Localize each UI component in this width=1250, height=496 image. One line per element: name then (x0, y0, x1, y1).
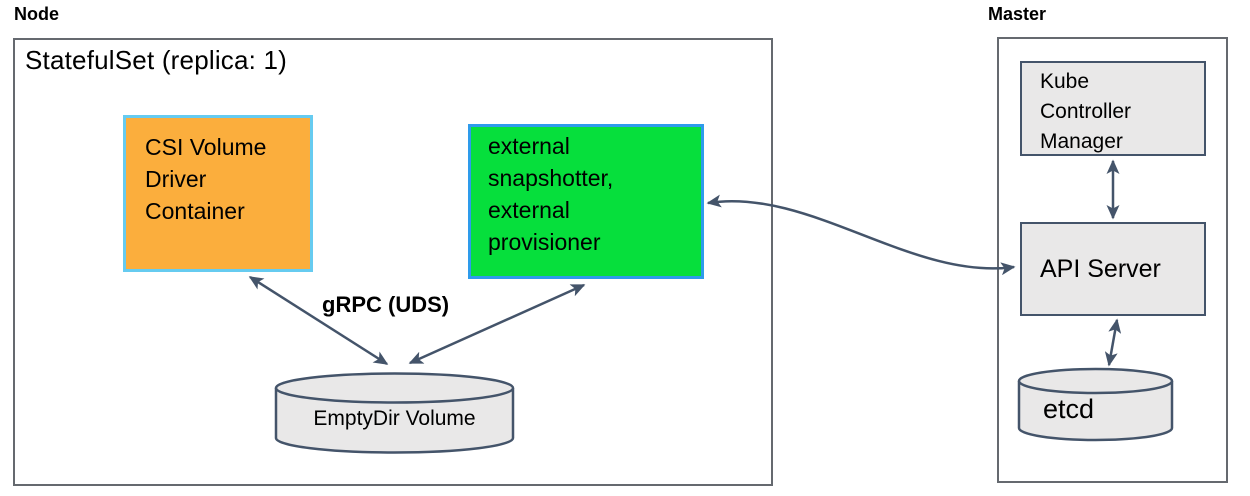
etcd-label: etcd (1043, 394, 1095, 424)
kcm-label-line-1: Kube (1040, 70, 1090, 93)
external-sidecars-label: external snapshotter, external provision… (488, 130, 613, 258)
csi-volume-driver-label: CSI Volume Driver Container (145, 131, 266, 227)
grpc-uds-label: gRPC (UDS) (322, 292, 450, 317)
api-server-box (1020, 222, 1206, 316)
external-sidecars-box (468, 124, 704, 279)
node-label: Node (14, 4, 59, 24)
kcm-label-line-3: Manager (1040, 130, 1123, 153)
sidecar-label-line-3: external (488, 197, 570, 223)
kcm-label-line-2: Controller (1040, 100, 1132, 123)
api-server-label: API Server (1040, 255, 1161, 283)
kube-controller-manager-label: Kube Controller Manager (1040, 67, 1131, 157)
emptydir-label: EmptyDir Volume (313, 407, 476, 430)
sidecar-label-line-1: external (488, 133, 570, 159)
statefulset-title: StatefulSet (replica: 1) (25, 45, 288, 75)
csi-label-line-3: Container (145, 198, 245, 224)
master-label: Master (988, 4, 1047, 24)
sidecar-label-line-4: provisioner (488, 229, 601, 255)
kube-controller-manager-box (1020, 61, 1206, 156)
csi-label-line-1: CSI Volume (145, 134, 267, 160)
csi-label-line-2: Driver (145, 166, 207, 192)
sidecar-label-line-2: snapshotter, (488, 165, 614, 191)
csi-volume-driver-box (123, 115, 313, 272)
